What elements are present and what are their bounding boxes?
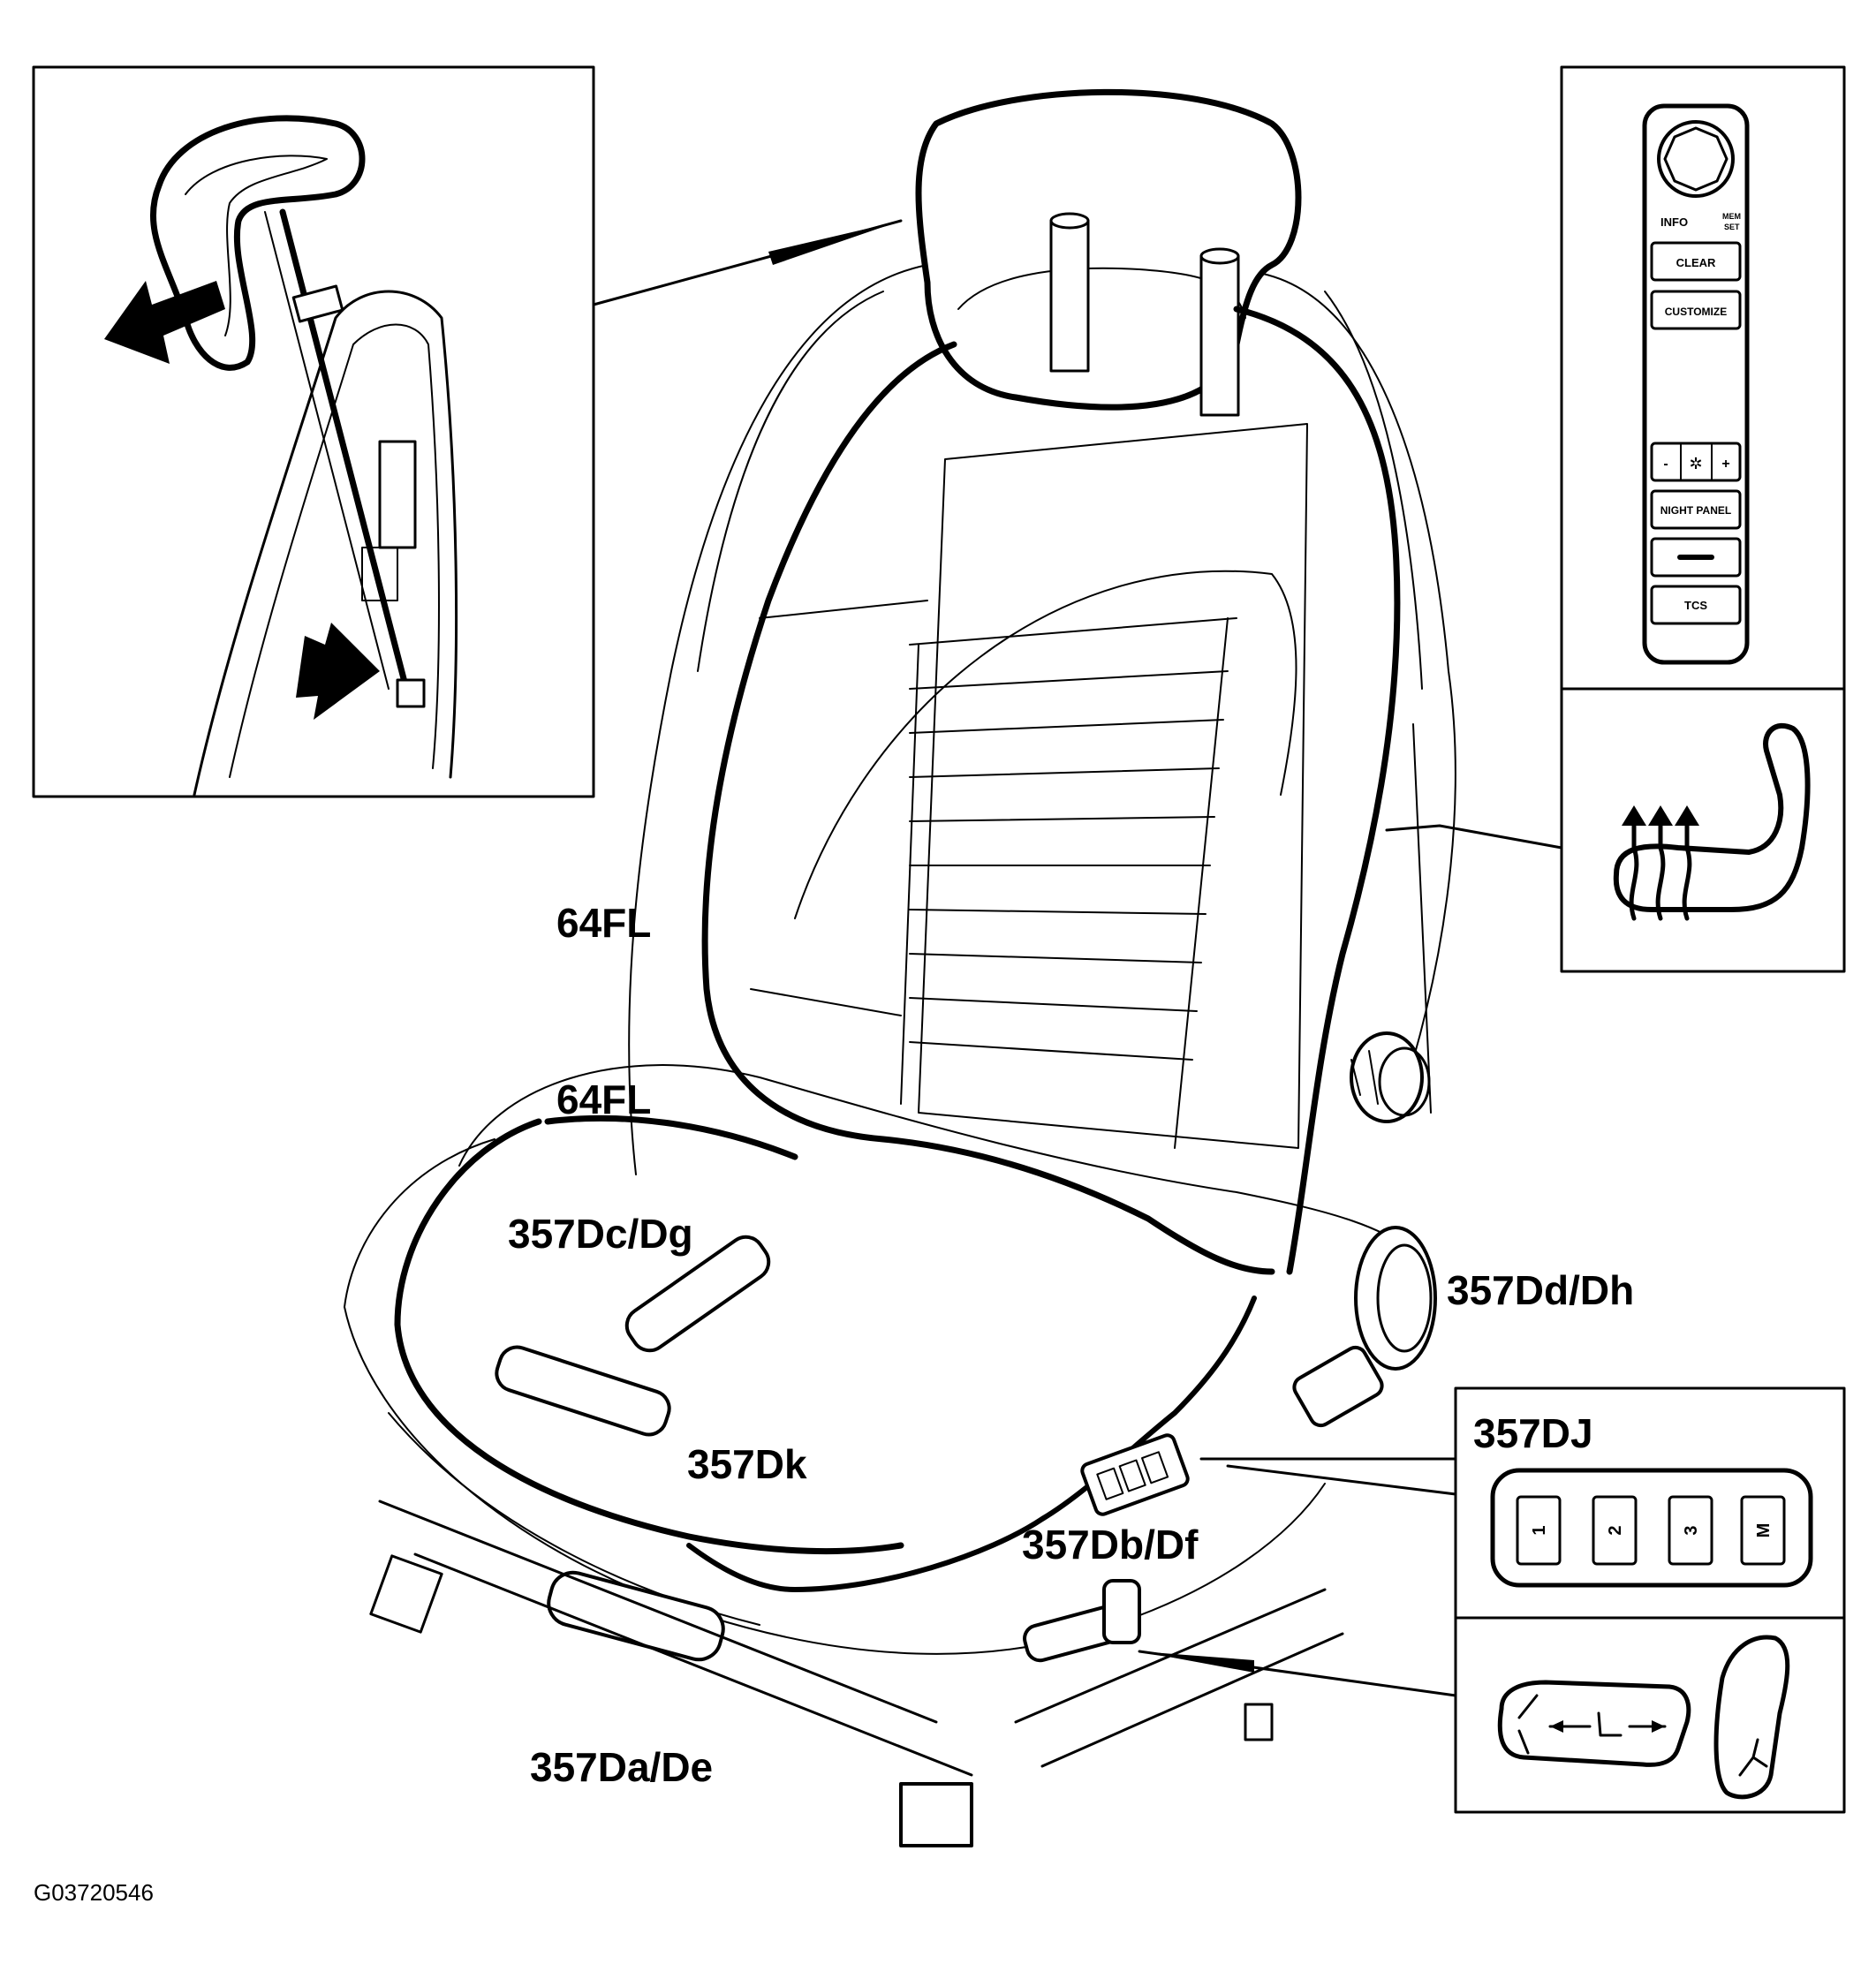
memory-button-m-label: M <box>1754 1523 1774 1538</box>
seat-heater-inset <box>1385 687 1846 973</box>
callout-357dk: 357Dk <box>687 1441 807 1487</box>
direction-arrow-icon <box>296 623 380 720</box>
customize-button-label: CUSTOMIZE <box>1665 306 1727 318</box>
knob-icon <box>1663 126 1728 192</box>
memory-buttons-inset: 1 2 3 M <box>1199 1386 1846 1620</box>
headrest-inset <box>32 65 903 798</box>
callout-357dc-dg: 357Dc/Dg <box>508 1211 693 1257</box>
tcs-button-label: TCS <box>1684 599 1707 612</box>
callout-357dj: 357DJ <box>1473 1410 1593 1456</box>
callout-357db-df: 357Db/Df <box>1022 1522 1199 1567</box>
seat-switches-inset <box>1138 1616 1846 1814</box>
mem-label: MEM <box>1722 212 1741 221</box>
seat-heater-icon <box>1613 722 1811 921</box>
direction-arrow-icon <box>104 281 225 364</box>
plus-button-label: + <box>1721 457 1729 472</box>
callout-64fl-upper: 64FL <box>556 900 652 946</box>
set-label: SET <box>1724 223 1740 231</box>
memory-button-1-label: 1 <box>1530 1525 1549 1535</box>
callout-357dd-dh: 357Dd/Dh <box>1447 1267 1635 1313</box>
headrest <box>915 88 1302 411</box>
clear-button-label: CLEAR <box>1676 256 1716 269</box>
dimmer-icon: ✲ <box>1689 455 1702 472</box>
night-panel-button-label: NIGHT PANEL <box>1660 504 1731 517</box>
seat-adjust-switch-icon <box>1497 1635 1790 1800</box>
memory-button-2-label: 2 <box>1606 1525 1625 1535</box>
callout-357da-de: 357Da/De <box>530 1744 714 1790</box>
control-panel-inset: INFO MEM SET CLEAR CUSTOMIZE - ✲ + NIGHT… <box>1560 65 1846 691</box>
minus-button-label: - <box>1663 457 1668 472</box>
figure-id: G03720546 <box>34 1879 154 1906</box>
info-label: INFO <box>1660 215 1688 229</box>
seat-illustration <box>344 88 1456 1847</box>
memory-button-3-label: 3 <box>1682 1525 1701 1535</box>
callout-64fl-lower: 64FL <box>556 1076 652 1122</box>
